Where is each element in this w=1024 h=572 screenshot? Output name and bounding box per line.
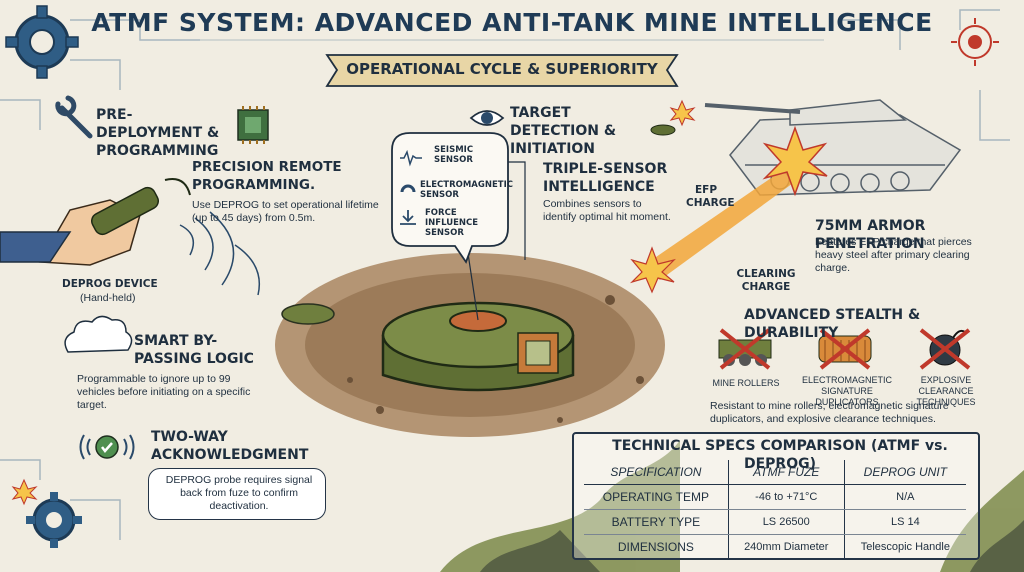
deprog-device-sublabel: (Hand-held) bbox=[80, 292, 136, 304]
seismic-icon bbox=[400, 149, 422, 167]
pre-deployment-heading: PRE-DEPLOYMENT & PROGRAMMING bbox=[96, 107, 220, 159]
force-sensor-label: FORCE INFLUENCE SENSOR bbox=[425, 208, 479, 238]
table-cell: 240mm Diameter bbox=[727, 534, 845, 559]
remote-programming-heading: PRECISION REMOTE PROGRAMMING. bbox=[192, 159, 342, 193]
bypass-text: Programmable to ignore up to 99 vehicles… bbox=[77, 373, 251, 411]
small-mine bbox=[650, 124, 676, 136]
gear-icon bbox=[5, 5, 79, 79]
signal-waves-icon bbox=[179, 211, 260, 296]
detection-heading: TARGET DETECTION & INITIATION bbox=[510, 105, 617, 157]
table-cell: BATTERY TYPE bbox=[584, 509, 729, 535]
small-mine bbox=[281, 303, 335, 325]
stealth-heading: ADVANCED STEALTH & DURABILITY bbox=[744, 307, 921, 341]
column-header: ATMF FUZE bbox=[727, 460, 845, 485]
efp-charge-label: EFP CHARGE bbox=[686, 184, 735, 209]
clearing-blast bbox=[629, 246, 676, 294]
deprog-device-label: DEPROG DEVICE bbox=[62, 278, 158, 290]
camo-patch bbox=[440, 440, 1024, 572]
table-header-row: SPECIFICATION ATMF FUZE DEPROG UNIT bbox=[584, 460, 966, 485]
ack-speech-bubble bbox=[148, 468, 326, 520]
stealth-item-em-duplicators: ELECTROMAGNETIC SIGNATURE DUPLICATORS bbox=[802, 375, 893, 407]
ack-text: DEPROG probe requires signal back from f… bbox=[165, 474, 313, 512]
table-cell: DIMENSIONS bbox=[617, 540, 694, 554]
eye-icon bbox=[469, 110, 505, 126]
table-row: DIMENSIONS 240mm Diameter Telescopic Han… bbox=[584, 534, 966, 559]
crosshair-icon bbox=[951, 18, 999, 66]
table-cell: OPERATING TEMP bbox=[584, 484, 729, 510]
table-row: BATTERY TYPE LS 26500 LS 14 bbox=[584, 509, 966, 535]
force-icon bbox=[400, 210, 416, 225]
cloud-icon bbox=[64, 315, 133, 353]
explosion-flash bbox=[762, 125, 828, 197]
stealth-item-explosive-clearance: EXPLOSIVE CLEARANCE TECHNIQUES bbox=[916, 375, 976, 407]
mine-roller-icon bbox=[718, 328, 772, 370]
table-cell: LS 26500 bbox=[727, 509, 845, 535]
atmf-mine bbox=[381, 301, 575, 392]
coil-icon bbox=[818, 328, 872, 370]
penetration-heading: 75MM ARMOR PENETRATION bbox=[815, 218, 926, 252]
bomb-icon bbox=[919, 328, 971, 370]
table-cell: LS 14 bbox=[843, 509, 966, 535]
ack-heading: TWO-WAY ACKNOWLEDGMENT bbox=[151, 429, 309, 463]
spark-icon bbox=[11, 478, 38, 506]
table-row: OPERATING TEMP -46 to +71°C N/A bbox=[584, 484, 966, 510]
chip-icon bbox=[237, 106, 269, 144]
sensor-bubble bbox=[391, 132, 509, 264]
page-title: ATMF SYSTEM: ADVANCED ANTI-TANK MINE INT… bbox=[91, 8, 933, 37]
gear-icon bbox=[26, 492, 82, 548]
electromagnetic-sensor-label: ELECTROMAGNETIC SENSOR bbox=[420, 180, 513, 200]
table-cell: -46 to +71°C bbox=[727, 484, 845, 510]
efp-beam bbox=[640, 165, 800, 280]
initiation-flash bbox=[669, 99, 696, 127]
banner-label: OPERATIONAL CYCLE & SUPERIORITY bbox=[346, 60, 658, 78]
remote-programming-text: Use DEPROG to set operational lifetime (… bbox=[192, 199, 379, 224]
circuit-lines bbox=[0, 9, 1010, 540]
bypass-heading: SMART BY-PASSING LOGIC bbox=[134, 333, 254, 367]
stealth-text: Resistant to mine rollers, electromagnet… bbox=[710, 400, 949, 425]
triple-sensor-heading: TRIPLE-SENSOR INTELLIGENCE bbox=[543, 161, 668, 195]
deprog-device bbox=[0, 178, 191, 266]
column-header: SPECIFICATION bbox=[584, 460, 729, 485]
penetration-text: Features EFP charge that pierces heavy s… bbox=[815, 236, 972, 274]
table-cell: Telescopic Handle bbox=[843, 534, 966, 559]
banner-ribbon bbox=[325, 54, 679, 87]
clearing-charge-label: CLEARING CHARGE bbox=[736, 268, 796, 293]
triple-sensor-text: Combines sensors to identify optimal hit… bbox=[543, 198, 671, 223]
magnet-icon bbox=[400, 184, 416, 193]
check-signal-icon bbox=[79, 434, 135, 460]
tank-sketch bbox=[704, 99, 962, 196]
seismic-sensor-label: SEISMIC SENSOR bbox=[434, 145, 474, 165]
column-header: DEPROG UNIT bbox=[843, 460, 966, 485]
wrench-icon bbox=[55, 95, 93, 139]
specs-table: SPECIFICATION ATMF FUZE DEPROG UNIT OPER… bbox=[584, 460, 966, 559]
table-cell: N/A bbox=[843, 484, 966, 510]
stealth-item-mine-rollers: MINE ROLLERS bbox=[712, 378, 780, 388]
